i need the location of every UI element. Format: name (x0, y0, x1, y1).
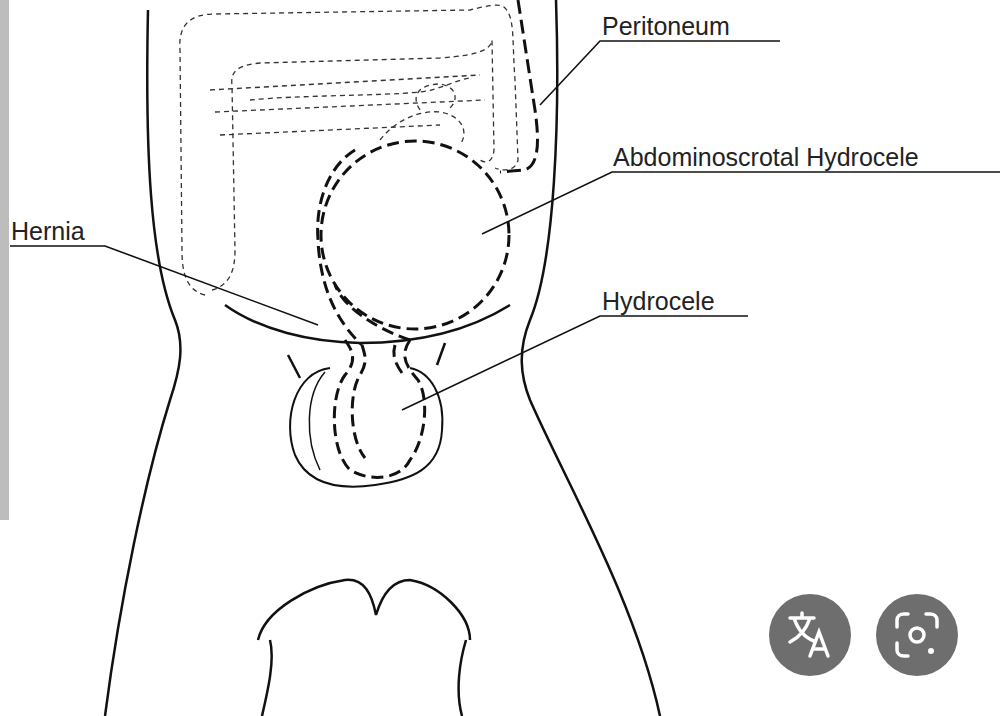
scrotum-fold (309, 372, 325, 470)
leader-lines (10, 41, 1000, 410)
peritoneum-label: Peritoneum (602, 14, 730, 39)
side-bar (0, 0, 9, 520)
lens-icon (876, 594, 958, 676)
hydrocele-outlines (318, 141, 509, 477)
body-outline (105, 0, 660, 716)
translate-icon (769, 594, 851, 676)
hydrocele-label: Abdominoscrotal Hydrocele (613, 145, 919, 170)
peritoneum-line (500, 0, 538, 172)
hydrocele-label: Hydrocele (602, 289, 715, 314)
colon-outline (180, 5, 518, 295)
scrotum-outline (290, 368, 442, 487)
hernia-label: Hernia (11, 219, 85, 244)
